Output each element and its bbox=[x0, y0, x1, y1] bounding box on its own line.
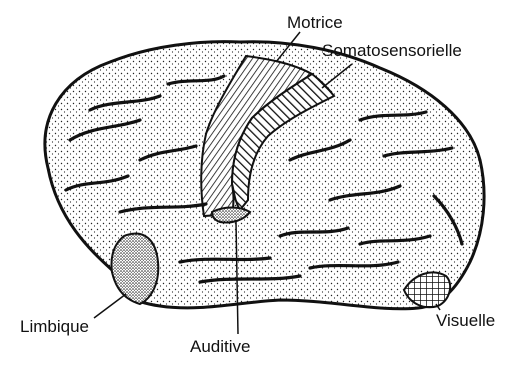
limbic-area bbox=[112, 234, 159, 304]
label-visual: Visuelle bbox=[436, 312, 495, 329]
label-motor: Motrice bbox=[287, 14, 343, 31]
leader-limbic bbox=[94, 294, 126, 318]
label-auditory: Auditive bbox=[190, 338, 250, 355]
label-limbic: Limbique bbox=[20, 318, 89, 335]
label-somatosensory: Somatosensorielle bbox=[322, 42, 462, 59]
